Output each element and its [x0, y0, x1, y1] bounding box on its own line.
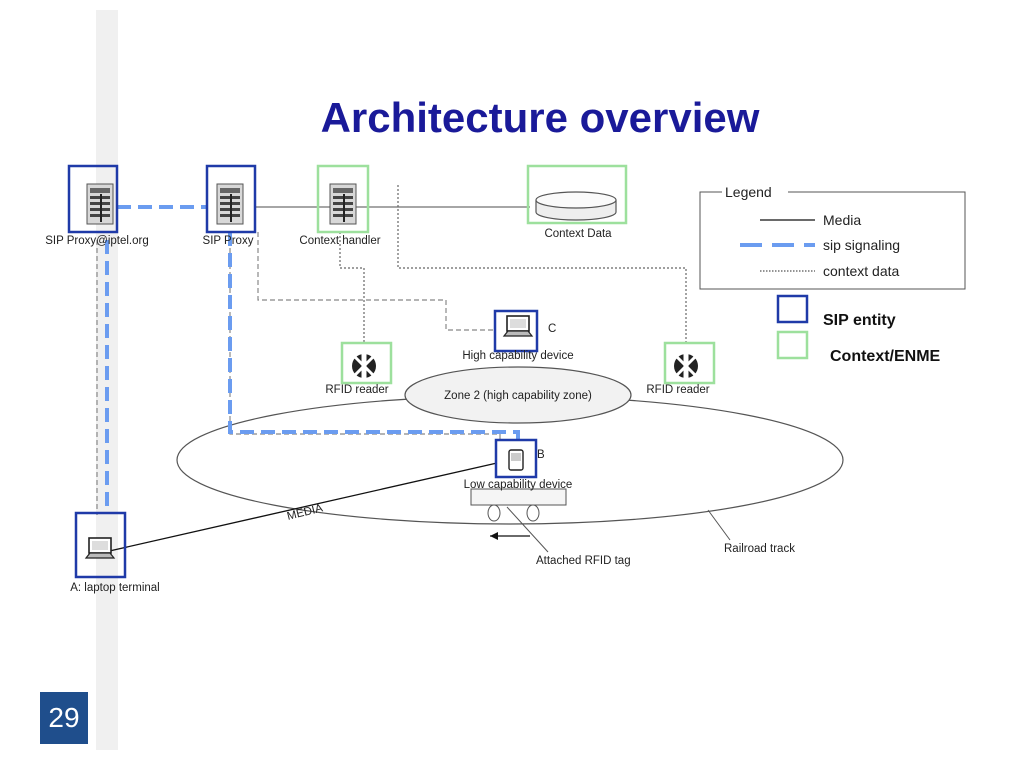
rfid-reader-right-label: RFID reader	[646, 384, 709, 396]
sip-entity-box	[74, 511, 127, 579]
context-entity-box	[663, 341, 716, 385]
link-proxy-low-device	[229, 232, 501, 440]
sip-signaling-proxy-device	[228, 232, 520, 440]
context-entity-box	[526, 164, 628, 225]
rfid-reader-left-node: RFID reader	[325, 341, 393, 396]
legend-media-label: Media	[823, 212, 861, 228]
context-handler-node: Context handler	[299, 164, 381, 247]
legend-title: Legend	[725, 184, 772, 200]
link-proxy-high-device	[257, 232, 494, 331]
zone2-ellipse	[404, 366, 632, 424]
entity-key: SIP entity Context/ENME	[776, 294, 941, 365]
laptop-icon	[503, 315, 533, 337]
legend-sip-label: sip signaling	[823, 237, 900, 253]
context-data-node: Context Data	[526, 164, 628, 240]
rfid-reader-right-node: RFID reader	[646, 341, 716, 396]
sip-proxy-node: SIP Proxy	[203, 164, 257, 247]
rfid-reader-left-label: RFID reader	[325, 384, 388, 396]
sip-proxy-iptel-node: SIP Proxy@iptel.org	[45, 164, 149, 247]
rfid-reader-icon	[350, 352, 378, 380]
low-device-label: Low capability device	[464, 479, 573, 491]
rfid-reader-icon	[672, 352, 700, 380]
high-device-label: High capability device	[462, 350, 573, 362]
sip-entity-box	[205, 164, 257, 234]
railroad-track-label: Railroad track	[724, 543, 795, 555]
legend-context-label: context data	[823, 263, 899, 279]
sip-entity-label: SIP entity	[823, 312, 896, 329]
laptop-icon	[85, 537, 115, 559]
sip-entity-box	[67, 164, 119, 234]
device-b-letter: B	[537, 449, 545, 461]
context-handler-label: Context handler	[299, 235, 380, 247]
sip-entity-box	[493, 309, 539, 353]
slide-title: Architecture overview	[320, 94, 760, 141]
server-icon	[216, 183, 244, 225]
laptop-terminal-label: A: laptop terminal	[70, 582, 160, 594]
sip-proxy-iptel-label: SIP Proxy@iptel.org	[45, 235, 149, 247]
server-icon	[329, 183, 357, 225]
laptop-terminal-node: A: laptop terminal	[70, 511, 160, 594]
context-enme-label: Context/ENME	[830, 348, 941, 365]
media-line-laptop-device	[104, 462, 498, 553]
zone2-label: Zone 2 (high capability zone)	[444, 390, 592, 402]
train-car	[470, 488, 567, 506]
server-icon	[86, 183, 114, 225]
attached-rfid-tag-label: Attached RFID tag	[536, 555, 631, 567]
sip-entity-swatch	[776, 294, 809, 324]
context-entity-swatch	[776, 330, 809, 360]
sip-entity-box	[494, 438, 538, 479]
high-capability-device-node: C High capability device	[462, 309, 574, 362]
page-number-badge: 29	[40, 692, 88, 744]
context-entity-box	[316, 164, 370, 234]
device-c-letter: C	[548, 323, 556, 335]
context-entity-box	[340, 341, 393, 385]
context-line-rfid-left	[339, 232, 365, 343]
context-data-label: Context Data	[544, 228, 612, 240]
legend: Legend Media sip signaling context data	[699, 184, 966, 290]
low-capability-device-node: B Low capability device	[464, 438, 573, 522]
context-line-rfid-right	[397, 185, 687, 343]
media-label: MEDIA	[286, 502, 325, 523]
sip-proxy-label: SIP Proxy	[203, 235, 254, 247]
